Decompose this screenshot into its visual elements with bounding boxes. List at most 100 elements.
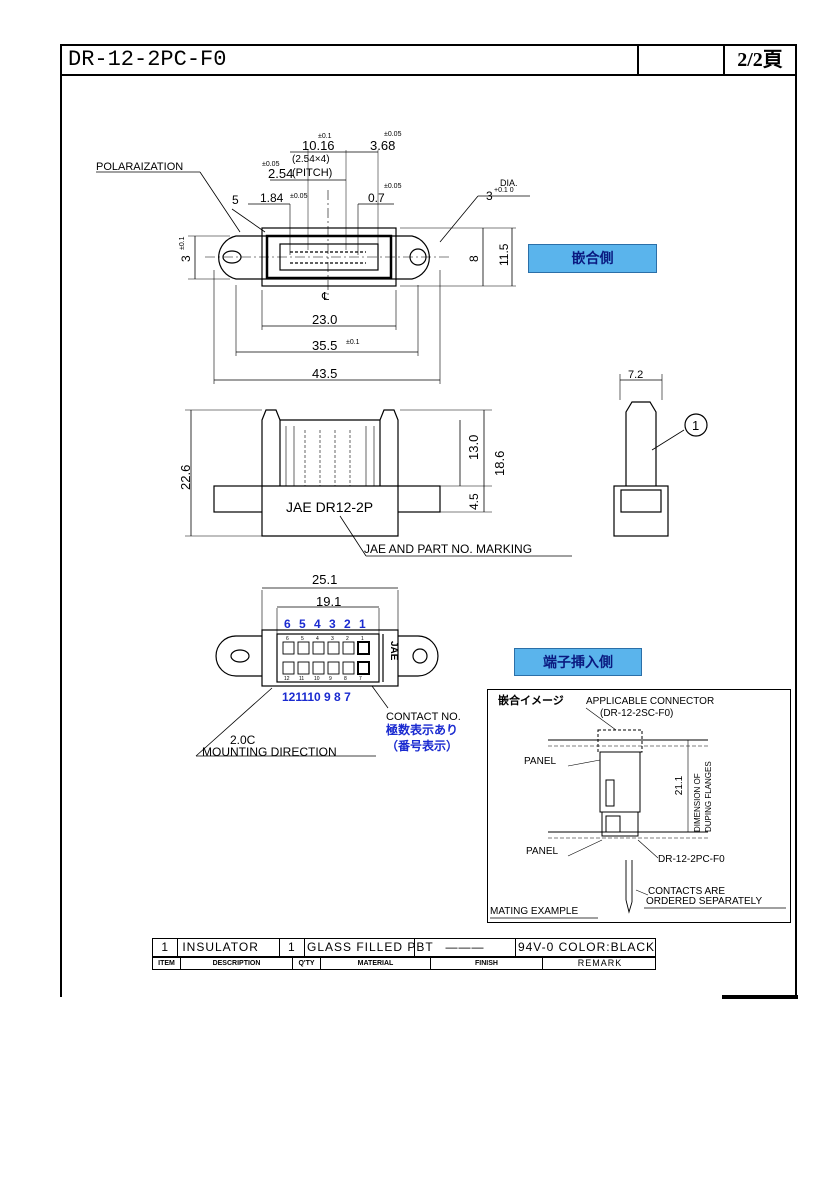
drawing-number: DR-12-2PC-F0 xyxy=(62,46,639,74)
pin-mark-top: 3 xyxy=(331,636,334,642)
dim-115: 11.5 xyxy=(497,243,511,266)
contact-cavity xyxy=(342,661,355,675)
dimension-note-1: DIMENSION OF xyxy=(693,773,702,832)
dim-355-tolerance: ±0.1 xyxy=(346,339,360,346)
dia-value: 3 xyxy=(486,189,493,203)
contact-cavity xyxy=(282,661,295,675)
pin-mark-bottom: 9 xyxy=(329,676,332,682)
applicable-connector-label: APPLICABLE CONNECTOR xyxy=(586,696,715,707)
mating-example-caption: MATING EXAMPLE xyxy=(490,906,579,917)
pin-mark-bottom: 12 xyxy=(284,676,290,682)
jae-side-mark: JAE xyxy=(388,641,399,661)
dim-251: 25.1 xyxy=(312,572,337,587)
contact-cavity xyxy=(342,641,355,655)
title-block-empty-cell xyxy=(639,46,725,74)
dim-184-tolerance: ±0.05 xyxy=(290,193,308,200)
contacts-note-1: CONTACTS ARE xyxy=(648,886,726,897)
title-block: DR-12-2PC-F0 2/2頁 xyxy=(60,44,797,76)
marking-callout: JAE AND PART NO. MARKING xyxy=(364,542,532,556)
pin-number-top: 2 xyxy=(344,617,351,631)
item-balloon: 1 xyxy=(692,418,699,433)
pin-mark-bottom: 7 xyxy=(359,676,362,682)
dim-1016: 10.16 xyxy=(302,138,335,153)
bom-header-remark: REMARK xyxy=(577,958,623,968)
applicable-connector-pn: (DR-12-2SC-F0) xyxy=(600,708,674,719)
pin-number-top: 6 xyxy=(284,617,291,631)
bom-header-row: ITEM DESCRIPTION Q'TY MATERIAL FINISH RE… xyxy=(153,958,655,969)
centerline-mark: ℄ xyxy=(321,291,329,303)
dim-07-tolerance: ±0.05 xyxy=(384,183,402,190)
dim-230: 23.0 xyxy=(312,312,337,327)
contact-cavity xyxy=(282,641,295,655)
pin-mark-bottom: 11 xyxy=(299,676,304,682)
contact-cavity xyxy=(327,661,340,675)
bom-qty: 1 xyxy=(280,939,305,956)
frame-corner-bar xyxy=(722,995,798,999)
pin-mark-top: 1 xyxy=(361,636,364,642)
page-number: 2/2頁 xyxy=(737,49,783,71)
dim-3-tolerance: ±0.1 xyxy=(179,236,186,250)
dim-1016-tolerance: ±0.1 xyxy=(318,133,332,140)
bom-header-material: MATERIAL xyxy=(321,958,431,969)
pitch-dimension: 2.54 xyxy=(268,166,293,181)
contact-cavity xyxy=(297,661,310,675)
pin-number-top: 3 xyxy=(329,617,336,631)
mating-side-label: 嵌合側 xyxy=(528,244,657,273)
flange-dimension: 21.1 xyxy=(674,775,686,796)
dim-368: 3.68 xyxy=(370,138,395,153)
bom-item: 1 xyxy=(153,939,179,956)
pin-numbers-bottom: 121110 9 8 7 xyxy=(282,690,351,704)
dim-184: 1.84 xyxy=(260,191,284,205)
pin-mark-bottom: 10 xyxy=(314,676,320,682)
pin-count-note: 極数表示あり xyxy=(386,722,458,737)
mating-example-title: 嵌合イメージ xyxy=(498,695,564,707)
mating-example-drawing xyxy=(490,707,786,919)
dim-368-tolerance: ±0.05 xyxy=(384,131,402,138)
top-view xyxy=(96,150,530,384)
contact-cavity xyxy=(312,641,325,655)
pin-number-top: 1 xyxy=(359,617,366,631)
bill-of-materials: 1 INSULATOR 1 GLASS FILLED PBT ——— 94V-0… xyxy=(152,938,656,970)
mating-example-panel: 嵌合イメージ APPLICABLE CONNECTOR (DR-12-2SC-F… xyxy=(487,689,791,923)
part-marking: JAE DR12-2P xyxy=(286,499,373,515)
contact-no-label: CONTACT NO. xyxy=(386,711,461,723)
mounting-direction-label: MOUNTING DIRECTION xyxy=(202,745,337,759)
dim-355: 35.5 xyxy=(312,338,337,353)
pitch-label: (PITCH) xyxy=(292,167,332,179)
numbering-note: （番号表示） xyxy=(386,738,458,753)
top-view-labels: POLARAIZATION ±0.05 2.54 (PITCH) ±0.1 10… xyxy=(96,131,518,381)
bom-header-description: DESCRIPTION xyxy=(181,958,293,969)
bom-remark: 94V-0 COLOR:BLACK xyxy=(517,940,655,954)
polarization-label: POLARAIZATION xyxy=(96,161,183,173)
pin-mark-top: 4 xyxy=(316,636,319,642)
dimension-note-2: DUPING FLANGES xyxy=(704,761,713,832)
contacts-note-2: ORDERED SEPARATELY xyxy=(646,896,763,907)
dim-130: 13.0 xyxy=(466,435,481,460)
bom-row: 1 INSULATOR 1 GLASS FILLED PBT ——— 94V-0… xyxy=(153,939,655,958)
contact-cavity xyxy=(312,661,325,675)
bom-header-finish: FINISH xyxy=(431,958,543,969)
front-view xyxy=(185,374,708,557)
bom-description: INSULATOR xyxy=(178,939,280,956)
pin-mark-top: 2 xyxy=(346,636,349,642)
pin-mark-bottom: 8 xyxy=(344,676,347,682)
dim-435: 43.5 xyxy=(312,366,337,381)
dim-07: 0.7 xyxy=(368,191,385,205)
pin-number-top: 4 xyxy=(314,617,321,631)
contact-cavity xyxy=(357,641,370,655)
panel-bottom-label: PANEL xyxy=(526,846,559,857)
dim-8: 8 xyxy=(467,255,481,262)
dim-45: 4.5 xyxy=(467,493,481,510)
bottom-view xyxy=(195,587,439,757)
panel-top-label: PANEL xyxy=(524,756,557,767)
dim-191: 19.1 xyxy=(316,594,341,609)
chamfer-dimension: 2.0C xyxy=(230,733,256,747)
front-view-labels: 22.6 13.0 18.6 4.5 JAE DR12-2P JAE AND P… xyxy=(178,369,699,556)
contact-cavity xyxy=(357,661,370,675)
dim-3: 3 xyxy=(179,255,193,262)
dim-1016-sub: (2.54×4) xyxy=(292,154,330,165)
dim-186: 18.6 xyxy=(492,451,507,476)
dim-5: 5 xyxy=(232,193,239,207)
